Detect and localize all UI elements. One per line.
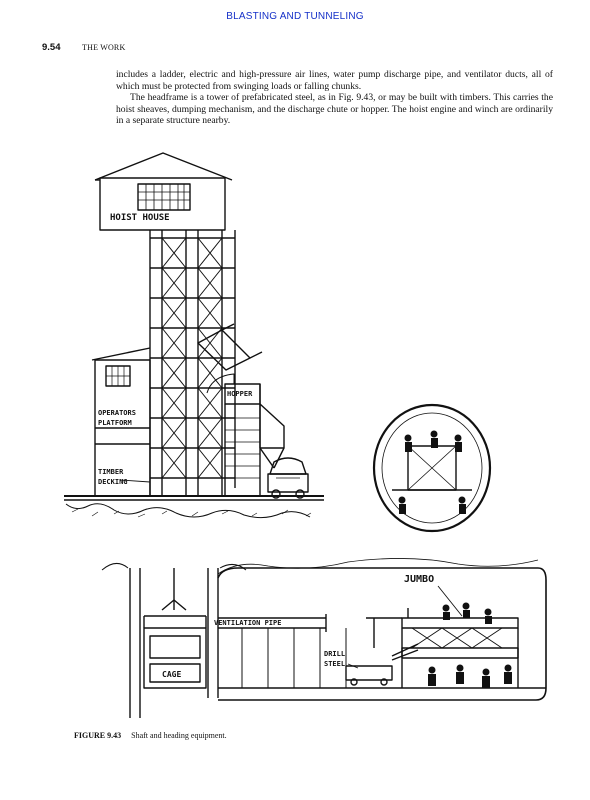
page-number: 9.54	[42, 42, 61, 53]
tunnel	[217, 558, 547, 701]
label-timber-2: DECKING	[98, 478, 128, 486]
paragraph-2: The headframe is a tower of prefabricate…	[116, 92, 553, 127]
jumbo-face-inset	[372, 403, 492, 533]
truck	[267, 457, 309, 499]
leader-lines	[119, 479, 463, 669]
shaft	[101, 563, 247, 718]
running-head: BLASTING AND TUNNELING	[226, 11, 364, 22]
tunnel-miners	[428, 602, 512, 688]
figure-shaft-heading: HOIST HOUSE HOPPER OPERATORS PLATFORM TI…	[62, 148, 552, 718]
label-cage: CAGE	[162, 670, 181, 679]
section-label: THE WORK	[82, 43, 126, 52]
ground-surface	[64, 495, 324, 519]
figure-illustration: HOIST HOUSE HOPPER OPERATORS PLATFORM TI…	[64, 152, 547, 718]
body-text: includes a ladder, electric and high-pre…	[116, 69, 553, 127]
label-operators-1: OPERATORS	[98, 409, 136, 417]
label-operators-2: PLATFORM	[98, 419, 132, 427]
paragraph-1: includes a ladder, electric and high-pre…	[116, 69, 553, 92]
cage	[143, 568, 207, 689]
caption-number: FIGURE 9.43	[74, 731, 122, 740]
dumping-chute	[197, 323, 263, 371]
hopper-structure	[206, 373, 285, 496]
headframe-tower	[149, 230, 236, 496]
label-timber-1: TIMBER	[98, 468, 124, 476]
label-drill-2: STEEL	[324, 660, 345, 668]
figure-caption: FIGURE 9.43 Shaft and heading equipment.	[74, 731, 227, 740]
label-hoist-house: HOIST HOUSE	[110, 213, 170, 223]
label-jumbo: JUMBO	[404, 574, 434, 585]
label-hopper: HOPPER	[227, 390, 253, 398]
caption-text: Shaft and heading equipment.	[131, 731, 227, 740]
label-drill-1: DRILL	[324, 650, 345, 658]
label-ventilation-pipe: VENTILATION PIPE	[214, 619, 281, 627]
jumbo-carriage	[366, 608, 519, 688]
